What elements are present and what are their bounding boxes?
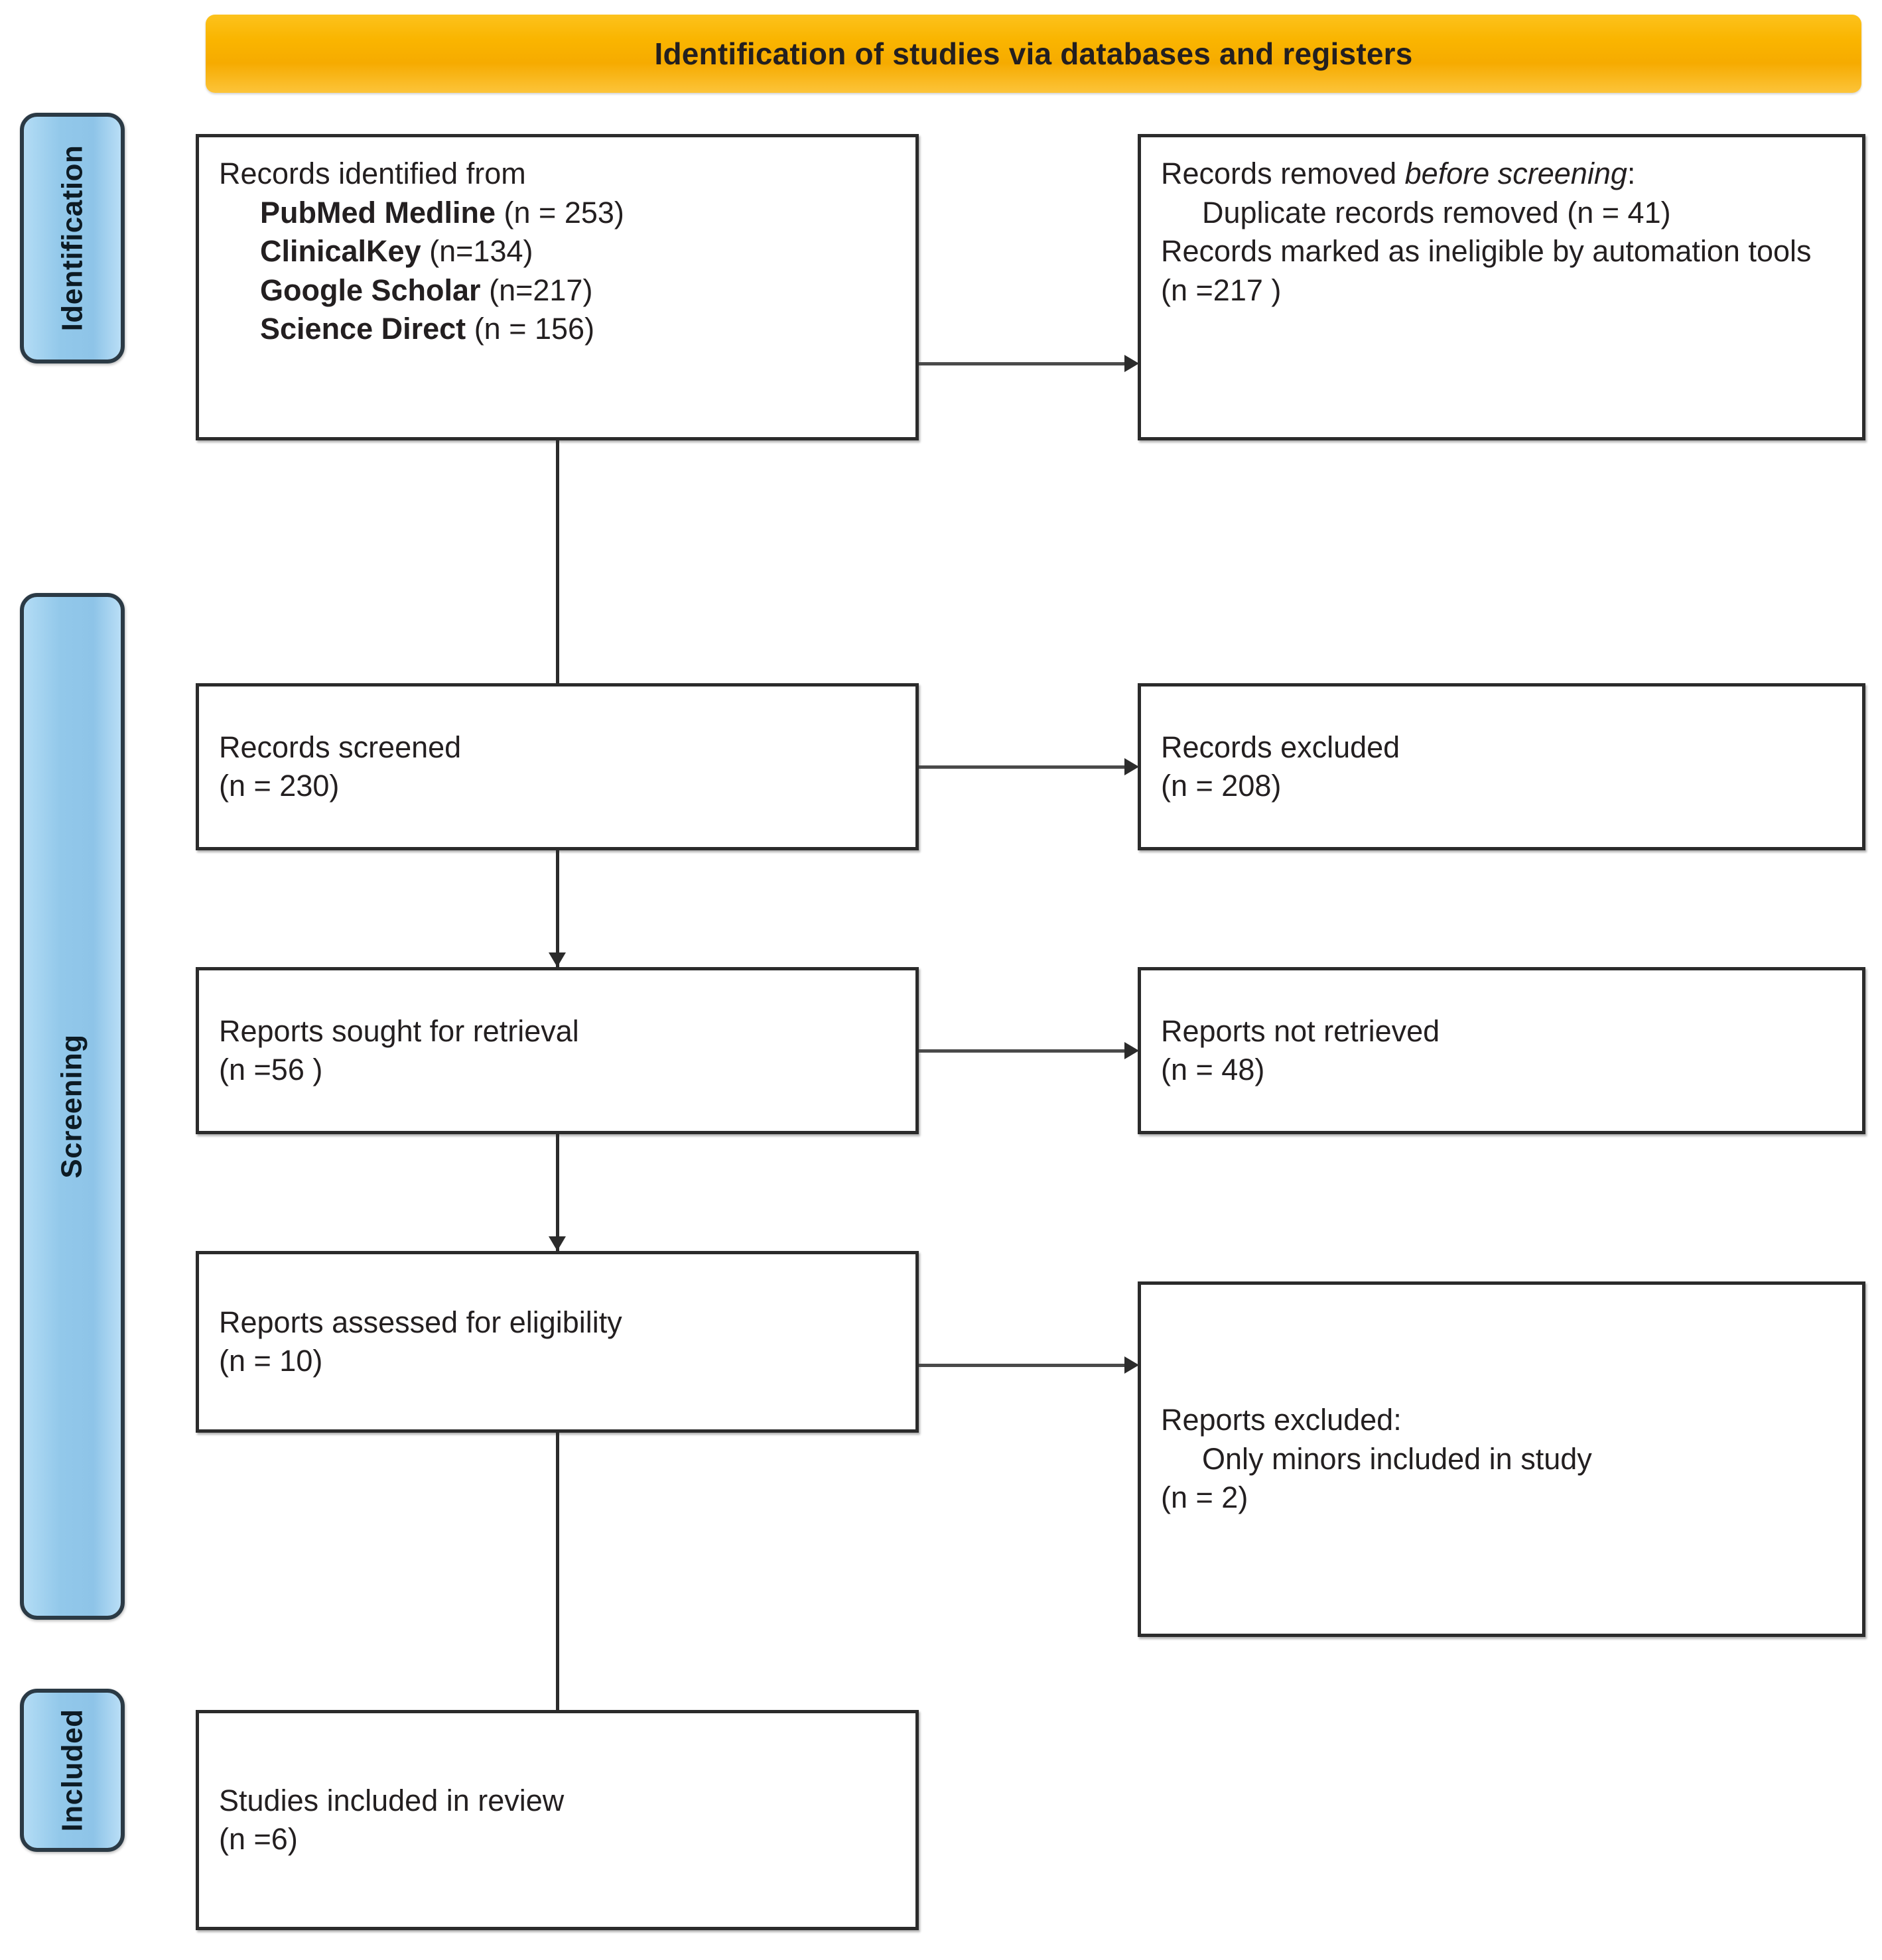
phase-label-identification: Identification (56, 145, 88, 332)
reports-not-retrieved-label: Reports not retrieved (1161, 1013, 1440, 1048)
reports-assessed-count: (n = 10) (219, 1344, 323, 1378)
source-name-pubmed: PubMed Medline (260, 195, 496, 229)
reports-not-retrieved-count: (n = 48) (1161, 1053, 1265, 1086)
node-records-screened: Records screened (n = 230) (196, 683, 919, 850)
node-reports-excluded: Reports excluded: Only minors included i… (1138, 1281, 1865, 1637)
records-excluded-label: Records excluded (1161, 730, 1400, 764)
phase-label-included: Included (56, 1709, 88, 1832)
arrowhead-screened-to-sought (549, 952, 566, 967)
connector-sought-to-assessed (556, 1134, 559, 1251)
phase-rail-included: Included (20, 1689, 125, 1852)
source-row-science-direct: Science Direct (n = 156) (219, 310, 896, 349)
node-studies-included-in-review: Studies included in review (n =6) (196, 1710, 919, 1930)
stage-banner-identification: Identification of studies via databases … (206, 15, 1861, 93)
phase-rail-screening: Screening (20, 593, 125, 1620)
records-identified-heading: Records identified from (219, 157, 526, 190)
arrowhead-assessed-to-reports-excluded (1124, 1356, 1139, 1374)
connector-assessed-to-reports-excluded (919, 1364, 1130, 1367)
arrowhead-identified-to-removed (1124, 355, 1139, 372)
node-reports-assessed-for-eligibility: Reports assessed for eligibility (n = 10… (196, 1251, 919, 1433)
phase-label-screening: Screening (56, 1034, 88, 1179)
studies-included-count: (n =6) (219, 1822, 298, 1856)
reports-excluded-heading: Reports excluded: (1161, 1403, 1402, 1437)
source-count-clinicalkey: (n=134) (429, 234, 533, 268)
records-removed-item-automation: Records marked as ineligible by automati… (1161, 234, 1812, 307)
source-name-google-scholar: Google Scholar (260, 273, 481, 307)
reports-sought-count: (n =56 ) (219, 1053, 323, 1086)
arrowhead-sought-to-not-retrieved (1124, 1042, 1139, 1059)
connector-screened-to-sought (556, 850, 559, 967)
records-removed-heading-italic: before screening (1404, 157, 1627, 190)
reports-excluded-count: (n = 2) (1161, 1480, 1248, 1515)
node-records-identified: Records identified from PubMed Medline (… (196, 134, 919, 440)
arrowhead-screened-to-excluded (1124, 758, 1139, 775)
source-count-pubmed: (n = 253) (504, 195, 624, 229)
connector-sought-to-not-retrieved (919, 1049, 1130, 1053)
arrowhead-sought-to-assessed (549, 1236, 566, 1251)
records-screened-count: (n = 230) (219, 769, 340, 803)
records-removed-heading-lead: Records removed (1161, 157, 1405, 190)
source-count-science-direct: (n = 156) (474, 312, 595, 346)
studies-included-label: Studies included in review (219, 1783, 565, 1817)
records-screened-label: Records screened (219, 730, 462, 764)
records-removed-heading: Records removed before screening: (1161, 155, 1842, 194)
source-name-clinicalkey: ClinicalKey (260, 234, 421, 268)
node-reports-not-retrieved: Reports not retrieved (n = 48) (1138, 967, 1865, 1134)
connector-assessed-to-included (556, 1433, 559, 1710)
connector-screened-to-excluded (919, 765, 1130, 769)
source-name-science-direct: Science Direct (260, 312, 466, 346)
reports-assessed-label: Reports assessed for eligibility (219, 1305, 622, 1339)
node-reports-sought-for-retrieval: Reports sought for retrieval (n =56 ) (196, 967, 919, 1134)
reports-excluded-reason: Only minors included in study (1202, 1441, 1592, 1476)
records-excluded-count: (n = 208) (1161, 769, 1282, 803)
phase-rail-identification: Identification (20, 113, 125, 363)
records-removed-heading-tail: : (1627, 157, 1636, 190)
source-count-google-scholar: (n=217) (489, 273, 593, 307)
connector-identified-to-removed (919, 362, 1130, 365)
banner-title: Identification of studies via databases … (654, 36, 1413, 71)
node-records-excluded: Records excluded (n = 208) (1138, 683, 1865, 850)
source-row-pubmed: PubMed Medline (n = 253) (219, 194, 896, 233)
reports-sought-label: Reports sought for retrieval (219, 1013, 579, 1048)
node-records-removed-before-screening: Records removed before screening: Duplic… (1138, 134, 1865, 440)
records-removed-item-duplicates: Duplicate records removed (n = 41) (1202, 195, 1671, 229)
source-row-google-scholar: Google Scholar (n=217) (219, 271, 896, 310)
connector-identified-to-screened (556, 440, 559, 683)
source-row-clinicalkey: ClinicalKey (n=134) (219, 232, 896, 271)
